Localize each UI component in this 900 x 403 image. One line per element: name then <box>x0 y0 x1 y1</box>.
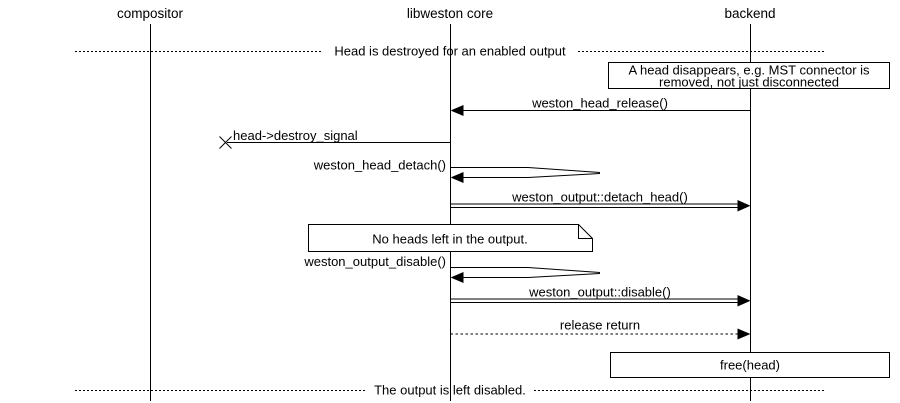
note-no-heads-fold <box>578 224 593 239</box>
message-output-disable-arrowhead2 <box>737 295 751 307</box>
divider-bottom-label: The output is left disabled. <box>374 383 526 398</box>
message-destroy-signal-label: head->destroy_signal <box>233 128 358 143</box>
actor-label-libweston-core: libweston core <box>407 6 493 21</box>
message-weston-head-release-arrowhead <box>450 105 464 116</box>
message-release-return-label: release return <box>560 318 640 333</box>
message-weston-head-detach-arrowhead <box>450 172 464 183</box>
box-free-head-rect <box>610 352 890 378</box>
note-head-disappears-box <box>608 62 890 89</box>
actor-labels: compositor libweston core backend <box>117 6 776 21</box>
note-no-heads-shape <box>308 224 593 252</box>
message-destroy-signal-x2 <box>219 136 232 149</box>
message-weston-output-disable-label: weston_output_disable() <box>303 254 446 269</box>
message-output-disable-call: weston_output::disable() <box>450 285 751 307</box>
message-detach-head-arrowhead <box>737 200 751 212</box>
actor-label-backend: backend <box>724 6 775 21</box>
note-no-heads: No heads left in the output. <box>308 224 593 252</box>
message-detach-head-label: weston_output::detach_head() <box>511 190 688 205</box>
note-head-disappears-text-line1: A head disappears, e.g. MST connector is <box>628 63 870 78</box>
message-weston-output-disable-arrowhead <box>450 272 464 283</box>
message-weston-output-disable-out <box>450 267 601 273</box>
box-free-head-text: free(head) <box>720 358 780 373</box>
message-weston-head-detach: weston_head_detach() <box>313 158 601 183</box>
message-weston-output-disable-back <box>462 273 601 278</box>
message-weston-head-release: weston_head_release() <box>450 96 751 116</box>
divider-top-label: Head is destroyed for an enabled output <box>334 44 566 59</box>
message-weston-head-detach-back <box>462 173 601 178</box>
message-output-disable-label2: weston_output::disable() <box>528 285 671 300</box>
message-weston-head-detach-label: weston_head_detach() <box>313 158 446 173</box>
message-detach-head: weston_output::detach_head() <box>450 190 751 212</box>
box-free-head: free(head) <box>610 352 890 378</box>
note-no-heads-text: No heads left in the output. <box>372 232 527 247</box>
message-weston-output-disable: weston_output_disable() <box>303 254 601 283</box>
actor-label-compositor: compositor <box>117 6 184 21</box>
message-release-return: release return <box>450 318 751 340</box>
message-weston-head-detach-out <box>450 167 601 173</box>
message-destroy-signal: head->destroy_signal <box>219 128 451 149</box>
message-release-return-arrowhead <box>737 328 751 340</box>
note-head-disappears: A head disappears, e.g. MST connector is… <box>608 62 890 90</box>
message-weston-head-release-label: weston_head_release() <box>531 96 668 111</box>
note-head-disappears-text-line2: removed, not just disconnected <box>659 75 839 90</box>
